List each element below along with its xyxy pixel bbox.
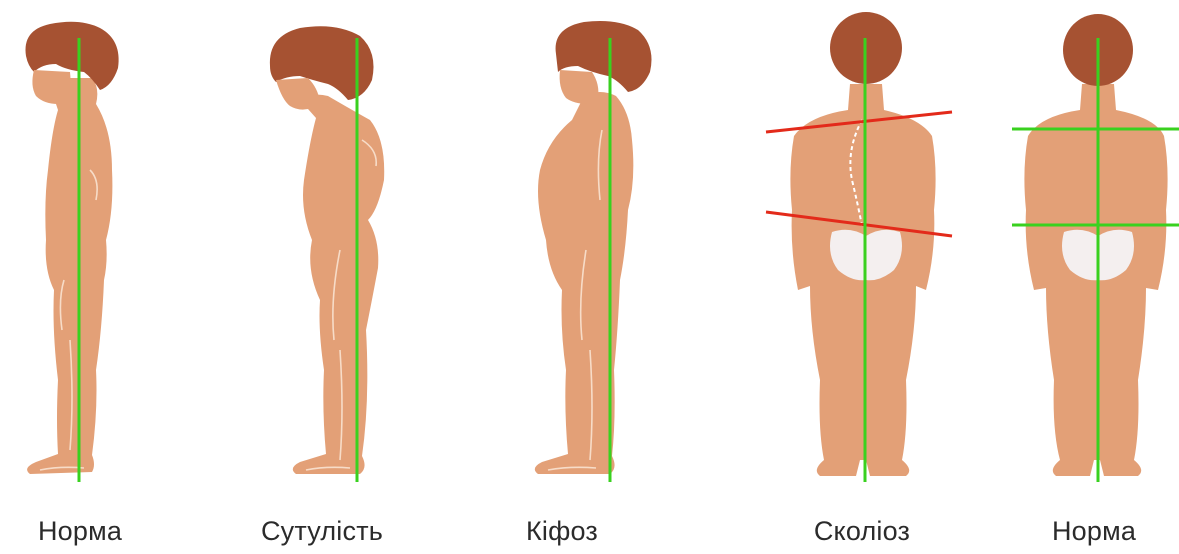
label-kyphosis: Кіфоз [462,516,662,547]
figure-norm-back [1012,14,1179,482]
face [276,78,320,110]
face [560,70,599,104]
figure-norm-side [26,22,119,482]
body-silhouette [27,78,112,474]
figure-stoop [270,26,384,482]
figure-kyphosis [535,21,652,482]
body-silhouette [293,95,384,474]
label-stoop: Сутулість [222,516,422,547]
face [32,70,70,104]
body-silhouette [535,92,634,474]
label-norm-back: Норма [994,516,1179,547]
label-scoliosis: Сколіоз [762,516,962,547]
label-norm-side: Норма [0,516,180,547]
figure-scoliosis [766,12,952,482]
